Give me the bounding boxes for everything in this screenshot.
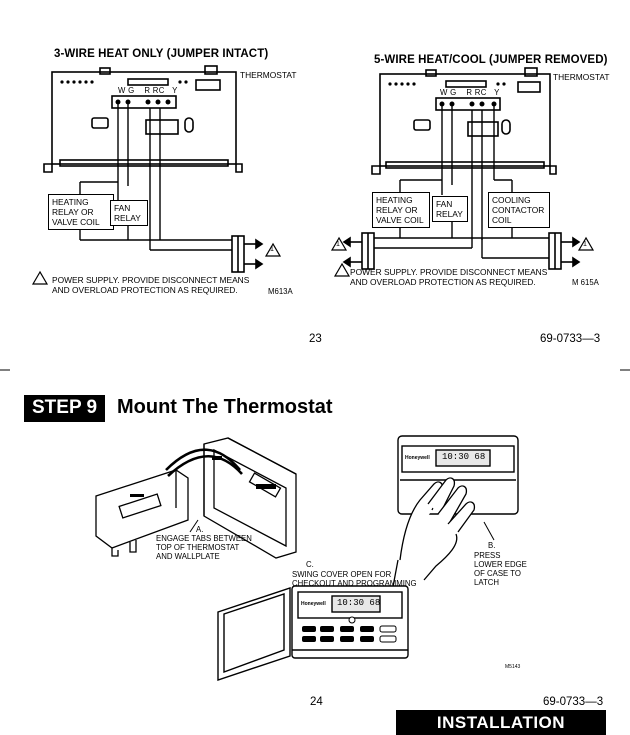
display-temp: 68 (474, 452, 486, 462)
left-warning-icon (31, 242, 282, 285)
left-power-note: POWER SUPPLY. PROVIDE DISCONNECT MEANS A… (52, 275, 249, 295)
terminal-rc: RC (152, 86, 165, 95)
section-tab-installation: INSTALLATION (396, 710, 606, 735)
note-line: POWER SUPPLY. PROVIDE DISCONNECT MEANS (350, 267, 548, 277)
box-line: HEATING (376, 195, 413, 205)
display-time: 10:30 (337, 598, 365, 608)
leader-b (483, 521, 495, 541)
label-b-text: PRESS LOWER EDGE OF CASE TO LATCH (474, 551, 527, 587)
left-heating-relay-box: HEATING RELAY OR VALVE COIL (48, 194, 114, 230)
brand-logo-c: Honeywell (301, 601, 326, 607)
terminal-w: W (118, 86, 126, 95)
diagram-right-title: 5-WIRE HEAT/COOL (JUMPER REMOVED) (374, 54, 608, 66)
right-warning-number-right: 1 (583, 241, 587, 248)
label-a: A. (196, 525, 204, 534)
top-doc-number: 69-0733—3 (540, 333, 601, 345)
right-fan-relay-box: FAN RELAY (432, 196, 468, 222)
right-transformer-right (548, 232, 581, 270)
right-power-note: POWER SUPPLY. PROVIDE DISCONNECT MEANS A… (350, 267, 547, 287)
illustration-figure-code: M5143 (505, 664, 521, 670)
terminal-r: R (466, 88, 473, 97)
label-line: LOWER EDGE (474, 560, 527, 569)
left-fan-relay-box: FAN RELAY (110, 200, 148, 226)
left-warning-number: 1 (270, 246, 274, 253)
terminal-y: Y (494, 88, 500, 97)
label-line: TOP OF THERMOSTAT (156, 543, 240, 552)
label-line: SWING COVER OPEN FOR (292, 570, 392, 579)
display-time: 10:30 (442, 452, 470, 462)
label-line: PRESS (474, 551, 501, 560)
right-wires (374, 104, 549, 259)
box-line: VALVE COIL (52, 217, 100, 227)
leader-a (189, 519, 199, 533)
diagram-left-thermostat-label: THERMOSTAT (240, 70, 297, 80)
left-terminal-labels: W G R RC Y (118, 86, 178, 95)
illustration-thermostat-a-detail (130, 456, 276, 497)
box-line: RELAY OR (376, 205, 418, 215)
label-line: ENGAGE TABS BETWEEN (156, 534, 252, 543)
display-temp: 68 (369, 598, 381, 608)
terminal-r: R (144, 86, 151, 95)
top-page-number: 23 (309, 333, 322, 345)
right-thermostat-body (371, 67, 557, 175)
terminal-g: G (450, 88, 457, 97)
left-thermostat-dots (60, 80, 188, 105)
box-line: VALVE COIL (376, 215, 424, 225)
illustration-thermostat-a (95, 437, 297, 559)
label-b: B. (488, 541, 496, 550)
thermostat-c-buttons (302, 616, 397, 643)
box-line: FAN (114, 203, 131, 213)
terminal-w: W (440, 88, 448, 97)
right-warning-number-left: 1 (336, 241, 340, 248)
display-c: 10:30 68 (337, 598, 380, 608)
right-heating-relay-box: HEATING RELAY OR VALVE COIL (372, 192, 430, 228)
note-line: AND OVERLOAD PROTECTION AS REQUIRED. (350, 277, 536, 287)
terminal-g: G (128, 86, 135, 95)
terminal-rc: RC (474, 88, 487, 97)
step-title: Mount The Thermostat (117, 396, 333, 418)
label-line: AND WALLPLATE (156, 552, 220, 561)
right-figure-code: M 615A (572, 278, 599, 287)
left-figure-code: M613A (268, 287, 293, 296)
label-line: OF CASE TO (474, 569, 521, 578)
brand-logo-b: Honeywell (405, 455, 430, 461)
step-badge: STEP 9 (24, 395, 106, 422)
right-warning-icons (330, 236, 595, 277)
label-line: LATCH (474, 578, 499, 587)
box-line: RELAY (114, 213, 141, 223)
box-line: HEATING (52, 197, 89, 207)
note-line: POWER SUPPLY. PROVIDE DISCONNECT MEANS (52, 275, 250, 285)
display-b: 10:30 68 (442, 452, 485, 462)
box-line: RELAY OR (52, 207, 94, 217)
bottom-doc-number: 69-0733—3 (543, 696, 604, 708)
right-terminal-labels: W G R RC Y (440, 88, 500, 97)
left-thermostat-body (43, 65, 243, 173)
label-a-text: ENGAGE TABS BETWEEN TOP OF THERMOSTAT AN… (156, 534, 252, 561)
left-transformer (231, 235, 264, 273)
hand-illustration (391, 477, 476, 593)
terminal-y: Y (172, 86, 178, 95)
label-c-text: SWING COVER OPEN FOR CHECKOUT AND PROGRA… (292, 570, 417, 588)
left-wires (79, 102, 232, 251)
box-line: COIL (492, 215, 512, 225)
label-line: CHECKOUT AND PROGRAMMING (292, 579, 417, 588)
bottom-page-number: 24 (310, 696, 323, 708)
diagram-right-thermostat-label: THERMOSTAT (553, 72, 610, 82)
box-line: FAN (436, 199, 453, 209)
right-transformer-left (342, 232, 375, 270)
label-c: C. (306, 560, 314, 569)
box-line: CONTACTOR (492, 205, 545, 215)
box-line: COOLING (492, 195, 531, 205)
box-line: RELAY (436, 209, 463, 219)
note-line: AND OVERLOAD PROTECTION AS REQUIRED. (52, 285, 238, 295)
right-cooling-box: COOLING CONTACTOR COIL (488, 192, 550, 228)
diagram-left-title: 3-WIRE HEAT ONLY (JUMPER INTACT) (54, 48, 269, 60)
